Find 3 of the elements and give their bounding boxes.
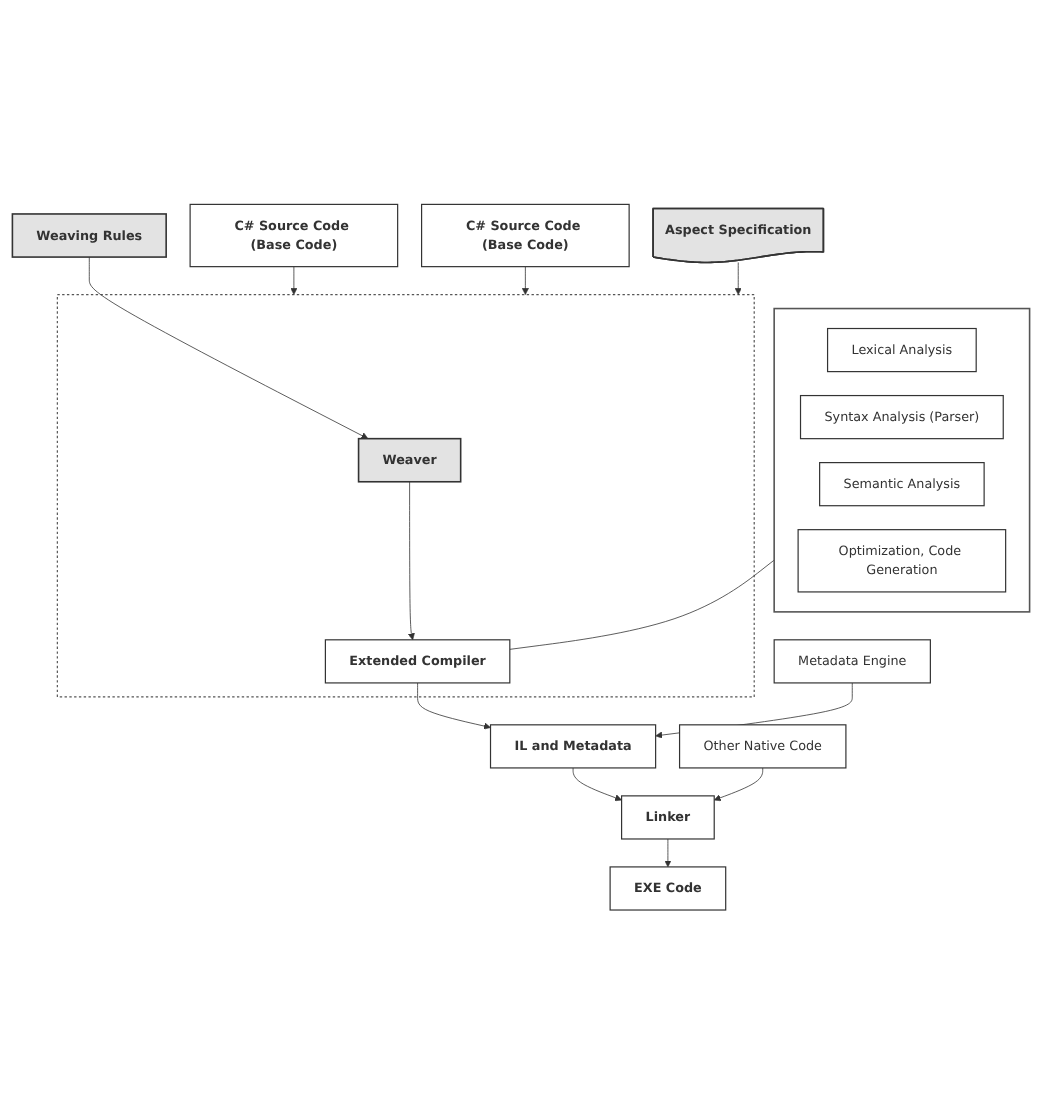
cluster <box>773 308 1031 614</box>
cluster <box>56 294 755 699</box>
connector <box>509 560 775 651</box>
